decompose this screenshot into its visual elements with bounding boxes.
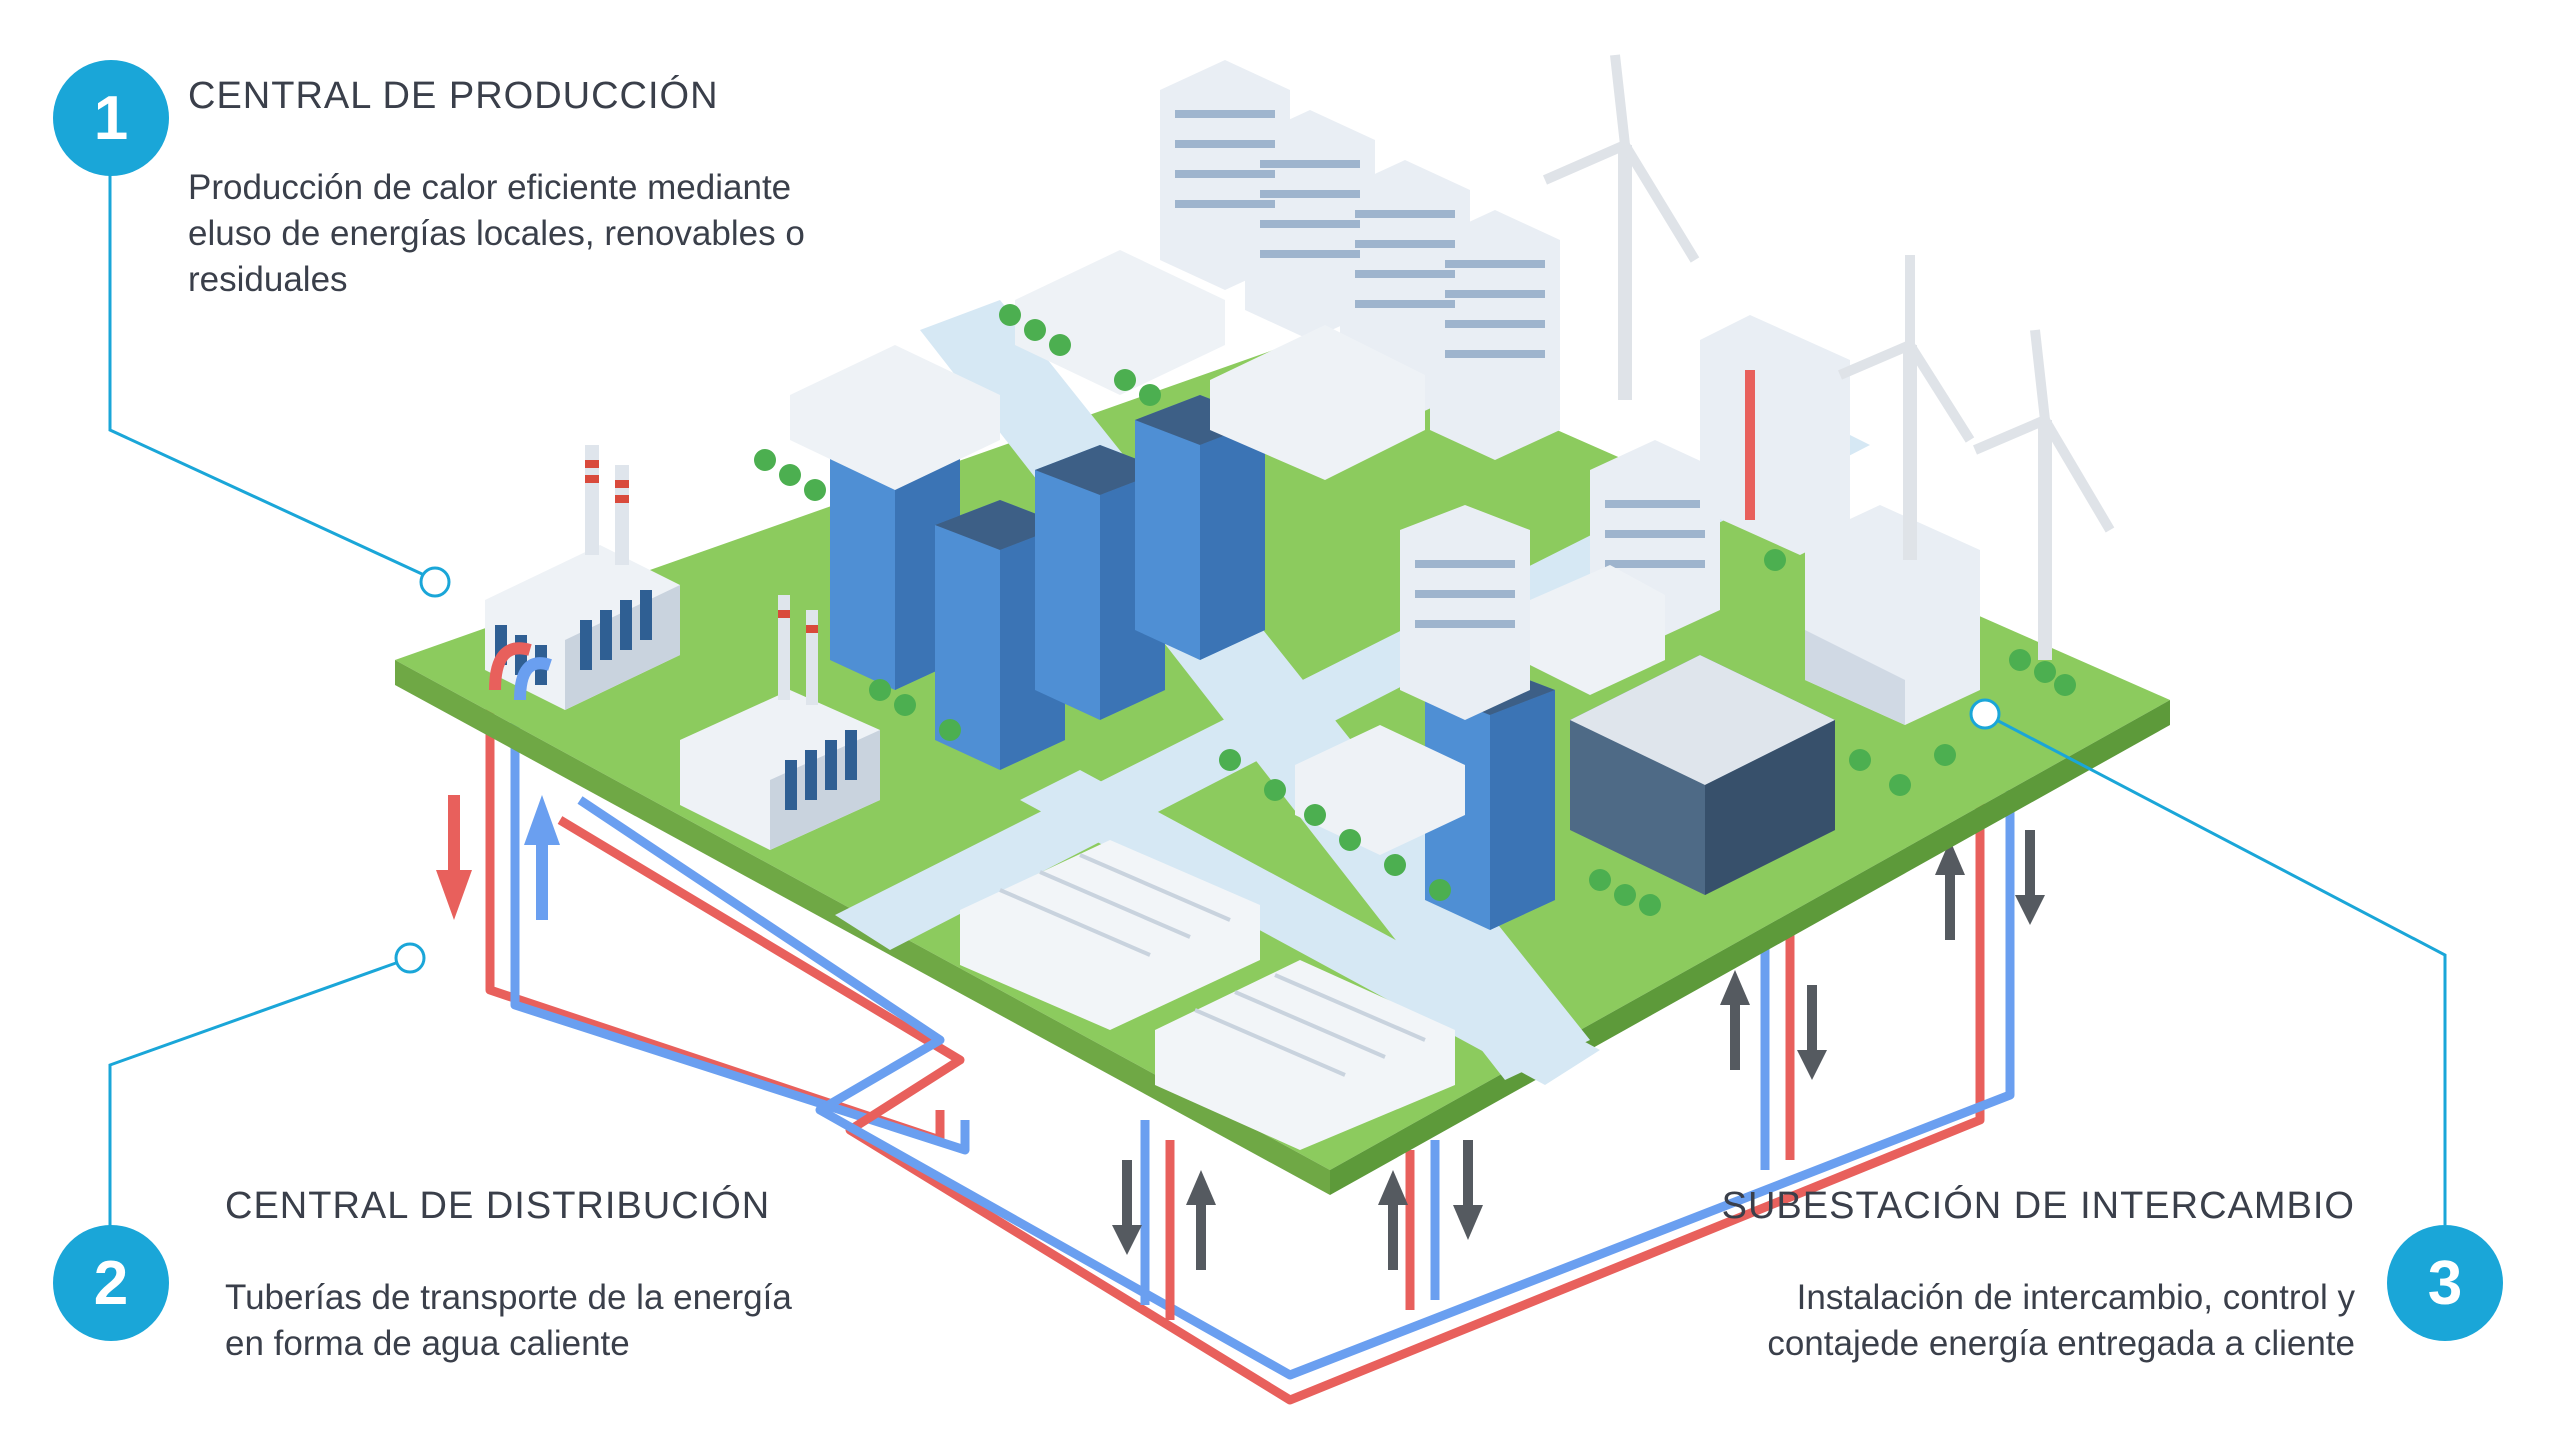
callout-1-title: CENTRAL DE PRODUCCIÓN (188, 75, 719, 117)
tower (1135, 395, 1265, 660)
low-office-blocks (790, 250, 1665, 855)
return-arrow-3 (1797, 985, 1827, 1080)
callout-2-title: CENTRAL DE DISTRIBUCIÓN (225, 1185, 771, 1227)
trees (754, 304, 2076, 916)
production-plant (485, 445, 680, 710)
chimney (615, 465, 629, 565)
production-plant-secondary (680, 595, 880, 850)
callout-2-badge: 2 (53, 1225, 169, 1341)
office-tower-windows (1175, 110, 1705, 628)
supply-arrow-2 (1378, 1170, 1408, 1270)
supply-arrow-3 (1720, 970, 1750, 1070)
connector-2-dot (394, 942, 426, 974)
return-arrow-4 (2015, 830, 2045, 925)
connector-2 (108, 956, 411, 1235)
callout-1-line: residuales (188, 260, 348, 299)
cold-flow-arrow (524, 795, 560, 920)
connector-1-dot (419, 566, 451, 598)
callout-2-line: en forma de agua caliente (225, 1324, 630, 1363)
callout-1-line: Producción de calor eficiente mediante (188, 168, 792, 207)
callout-2-description: Tuberías de transporte de la energía en … (225, 1275, 792, 1367)
chimney (585, 445, 599, 555)
return-arrow-1 (1112, 1160, 1142, 1255)
wind-turbine (1973, 329, 2115, 660)
hot-flow-arrow (436, 795, 472, 920)
callout-3-line: contajede energía entregada a cliente (1767, 1324, 2355, 1363)
road-lower (1020, 770, 1600, 1085)
cold-main (577, 790, 2015, 1380)
callout-1-line: eluso de energías locales, renovables o (188, 214, 805, 253)
wind-turbines (1542, 54, 2115, 660)
hot-main (557, 800, 1985, 1405)
cold-pipe-left (510, 700, 970, 1155)
connector-3-dot (1969, 698, 2001, 730)
supply-arrow-1 (1186, 1170, 1216, 1270)
callout-2-line: Tuberías de transporte de la energía (225, 1278, 792, 1317)
substation-building (1805, 505, 1980, 725)
wind-turbine (1542, 54, 1700, 400)
callout-3-line: Instalación de intercambio, control y (1796, 1278, 2355, 1317)
callout-1-description: Producción de calor eficiente mediante e… (188, 165, 805, 303)
tower (1035, 445, 1165, 720)
connector-1 (108, 170, 436, 582)
return-arrow-2 (1453, 1140, 1483, 1240)
distribution-pipes (485, 700, 2015, 1405)
callout-connectors (108, 170, 2447, 1235)
wind-turbine (1838, 255, 1975, 560)
callout-3-description: Instalación de intercambio, control y co… (1767, 1275, 2355, 1367)
callout-1-badge: 1 (53, 60, 169, 176)
callout-3-title: SUBESTACIÓN DE INTERCAMBIO (1721, 1185, 2355, 1227)
consumer-building (1570, 655, 1835, 895)
flow-arrows (436, 795, 2045, 1270)
connector-3 (1984, 712, 2447, 1225)
callout-3-badge: 3 (2387, 1225, 2503, 1341)
warehouses (960, 840, 1455, 1150)
supply-arrow-4 (1935, 840, 1965, 940)
building-right-red-stripe (1700, 315, 1850, 555)
